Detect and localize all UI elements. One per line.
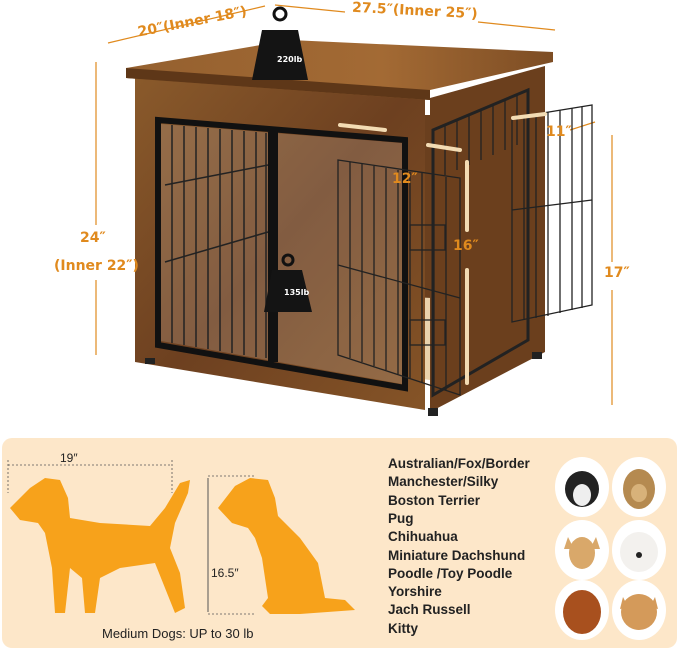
dog-length-label: 19″ [60,451,78,465]
breed-item: Miniature Dachshund [388,547,526,563]
poodle-photo [563,590,601,634]
breed-item: Poodle /Toy Poodle [388,565,513,581]
side-cage-bars [431,87,530,398]
chihuahua-photo [564,537,600,569]
weight-icon-inside [264,253,312,312]
boston-terrier-photo [565,471,599,507]
dimension-lines [95,4,613,405]
front-door-height-label: 16″ [453,238,479,254]
top-weight-label: 220lb [277,55,303,64]
cat-photo [620,594,658,630]
breed-item: Jach Russell [388,602,471,618]
breed-item: Australian/Fox/Border [388,456,530,471]
front-door-width-label: 12″ [392,171,418,187]
side-door-width-label: 11″ [546,124,572,140]
yorkshire-photo [623,469,655,509]
dog-silhouettes [7,460,355,615]
sitting-dog-silhouette [218,478,355,614]
side-door [511,104,593,323]
breed-item: Manchester/Silky [388,474,499,490]
pet-photos [555,457,666,640]
dog-weight-caption: Medium Dogs: UP to 30 lb [102,626,254,641]
height-inner-label: (Inner 22″) [54,258,139,274]
breed-item: Yorshire [388,584,442,600]
inside-weight-label: 135lb [284,288,310,297]
side-door-height-label: 17″ [604,265,630,281]
breed-item: Pug [388,510,414,526]
breed-item: Kitty [388,620,418,636]
breed-item: Chihuahua [388,529,458,545]
crate-illustration [95,4,613,416]
height-label: 24″ [80,230,106,246]
front-cage-bars [164,125,269,358]
standing-dog-silhouette [10,478,190,613]
dog-height-label: 16.5″ [211,566,239,580]
breed-item: Boston Terrier [388,492,481,508]
maltese-photo [620,532,658,572]
weight-icon-top [252,6,308,80]
